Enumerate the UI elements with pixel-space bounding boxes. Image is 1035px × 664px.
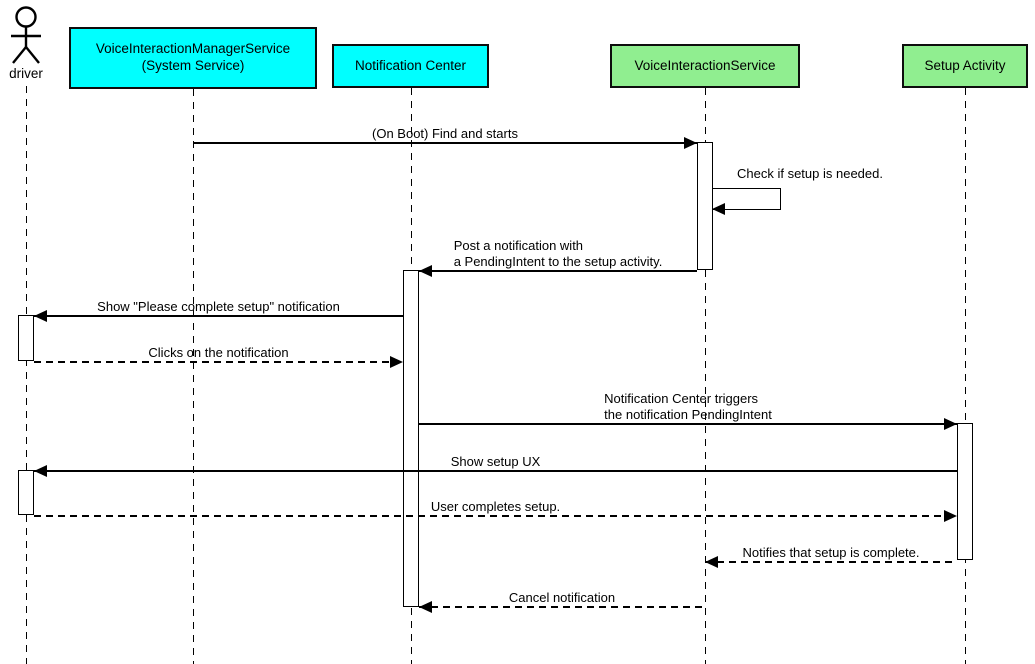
message-line xyxy=(419,270,697,272)
message-user-completes-setup: User completes setup. xyxy=(34,499,957,522)
message-cancel-notification: Cancel notification xyxy=(419,590,705,613)
arrowhead-right-icon xyxy=(944,509,957,522)
message-label-text: Post a notification with a PendingIntent… xyxy=(453,238,663,269)
message-label: Cancel notification xyxy=(508,589,616,605)
message-label-text: Notification Center triggers the notific… xyxy=(604,391,772,422)
participant-label: VoiceInteractionManagerService (System S… xyxy=(95,41,291,73)
activation-voice-interaction-service xyxy=(697,142,713,270)
message-clicks-notification: Clicks on the notification xyxy=(34,345,403,368)
message-line xyxy=(419,606,705,608)
participant-label: Notification Center xyxy=(354,57,467,73)
activation-driver-1 xyxy=(18,315,34,361)
message-notifies-setup-complete: Notifies that setup is complete. xyxy=(705,545,957,568)
message-label: Notification Center triggers the notific… xyxy=(419,391,957,422)
arrowhead-left-icon xyxy=(34,464,47,477)
participant-setup-activity: Setup Activity xyxy=(902,44,1028,88)
actor-icon xyxy=(11,6,41,64)
arrowhead-right-icon xyxy=(944,417,957,430)
arrowhead-left-icon xyxy=(705,555,718,568)
message-show-setup-notification: Show "Please complete setup" notificatio… xyxy=(34,299,403,322)
arrowhead-left-icon xyxy=(34,309,47,322)
message-label: User completes setup. xyxy=(430,498,561,514)
arrowhead-left-icon xyxy=(419,264,432,277)
actor-driver-label: driver xyxy=(9,66,43,81)
actor-driver: driver xyxy=(0,0,52,86)
message-line xyxy=(34,361,403,363)
arrowhead-right-icon xyxy=(684,136,697,149)
lifeline-voice-interaction-service xyxy=(704,88,706,664)
activation-notification-center xyxy=(403,270,419,607)
message-post-notification: Post a notification with a PendingIntent… xyxy=(419,238,697,277)
lifeline-setup-activity xyxy=(964,88,966,664)
message-check-if-setup-self-loop xyxy=(712,188,781,216)
message-label: Show "Please complete setup" notificatio… xyxy=(97,298,340,314)
lifeline-driver xyxy=(25,86,27,664)
participant-voice-interaction-manager-service: VoiceInteractionManagerService (System S… xyxy=(69,27,317,89)
arrowhead-right-icon xyxy=(390,355,403,368)
message-line xyxy=(34,515,957,517)
arrowhead-left-icon xyxy=(712,203,725,216)
message-label: Clicks on the notification xyxy=(148,344,289,360)
message-line xyxy=(34,315,403,317)
message-label: Check if setup is needed. xyxy=(737,166,883,181)
message-line xyxy=(34,470,957,472)
message-line xyxy=(705,561,957,563)
message-label: Show setup UX xyxy=(450,453,541,469)
message-line xyxy=(419,423,957,425)
message-label: Notifies that setup is complete. xyxy=(742,544,920,560)
participant-label: VoiceInteractionService xyxy=(634,57,776,73)
message-label: (On Boot) Find and starts xyxy=(372,125,518,141)
activation-driver-2 xyxy=(18,470,34,515)
message-on-boot-find-and-starts: (On Boot) Find and starts xyxy=(193,126,697,149)
message-line xyxy=(193,142,697,144)
message-label: Post a notification with a PendingIntent… xyxy=(419,238,697,269)
participant-voice-interaction-service: VoiceInteractionService xyxy=(610,44,800,88)
activation-setup-activity xyxy=(957,423,973,560)
arrowhead-left-icon xyxy=(419,600,432,613)
message-show-setup-ux: Show setup UX xyxy=(34,454,957,477)
participant-label: Setup Activity xyxy=(924,57,1006,73)
lifeline-voice-interaction-manager-service xyxy=(192,89,194,664)
participant-notification-center: Notification Center xyxy=(332,44,489,88)
message-nc-triggers-pendingintent: Notification Center triggers the notific… xyxy=(419,391,957,430)
